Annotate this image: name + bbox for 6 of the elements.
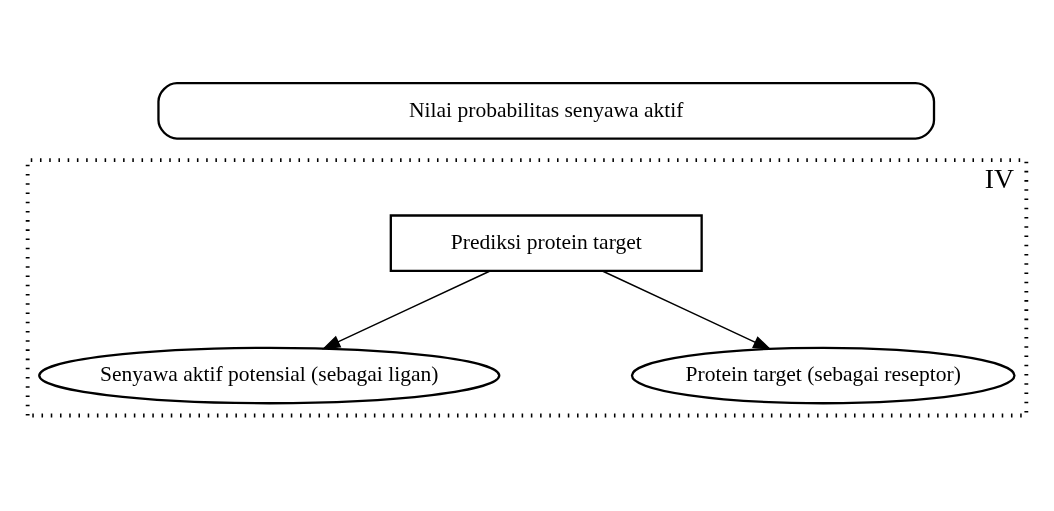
arrow <box>602 270 772 350</box>
node-box: Prediksi protein target <box>389 214 703 273</box>
node-ellipse: Protein target (sebagai reseptor) <box>630 346 1016 405</box>
node-box: Nilai probabilitas senyawa aktif <box>157 82 936 140</box>
node-ellipse: Senyawa aktif potensial (sebagai ligan) <box>38 346 501 405</box>
arrow <box>321 270 491 350</box>
